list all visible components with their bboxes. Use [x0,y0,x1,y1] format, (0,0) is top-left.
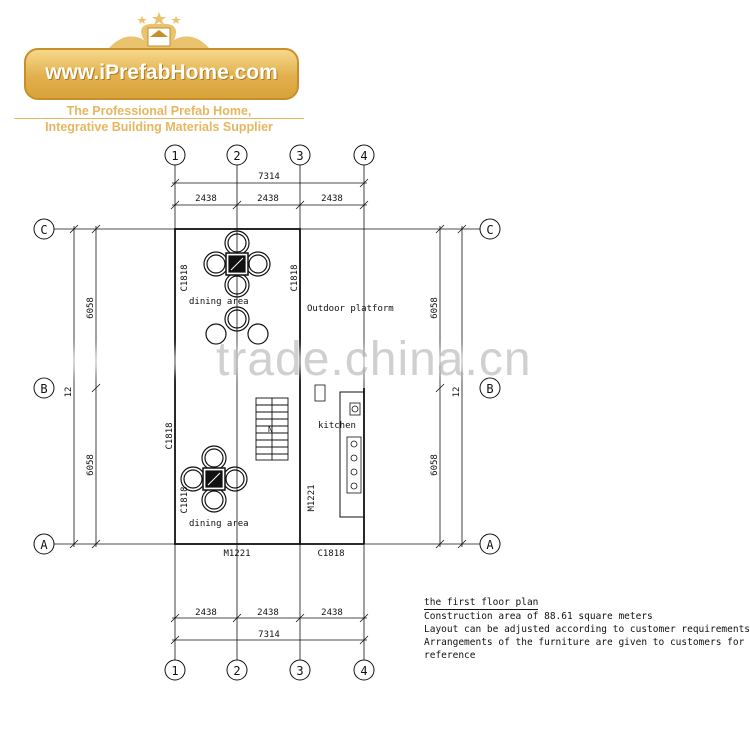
room-label-kitchen: kitchen [318,421,356,431]
dim-right-total: 12 [452,387,462,398]
notes-line-2: Layout can be adjusted according to cust… [424,624,750,635]
svg-text:B: B [40,382,47,396]
grid-row-marker-b-left: B [33,377,55,399]
dim-bottom-bay-2: 2438 [257,608,279,618]
svg-text:3: 3 [296,149,303,163]
dim-top-bay-3: 2438 [321,194,343,204]
logo-tagline-2: Integrative Building Materials Supplier [45,120,273,134]
grid-col-marker-3-bottom: 3 [289,659,311,681]
dim-bottom-total: 7314 [258,630,280,640]
crown-icon [109,12,209,48]
grid-col-marker-4-top: 4 [353,144,375,166]
grid-row-marker-c-left: C [33,218,55,240]
svg-text:3: 3 [296,664,303,678]
svg-text:2: 2 [233,149,240,163]
dim-right-bay-1: 6058 [430,297,440,319]
svg-text:1: 1 [171,149,178,163]
grid-row-marker-a-left: A [33,533,55,555]
room-label-dining-top: dining area [189,297,249,307]
svg-text:1: 1 [171,664,178,678]
bottom-dimensions: 2438 2438 2438 7314 [170,608,369,645]
notes-line-3: Arrangements of the furniture are given … [424,637,745,661]
logo-tagline-1: The Professional Prefab Home, [66,104,252,118]
svg-text:C: C [486,223,493,237]
room-label-dining-bottom: dining area [189,519,249,529]
dim-top-total: 7314 [258,172,280,182]
watermark: trade.china.cn [0,330,750,390]
grid-col-marker-1-top: 1 [164,144,186,166]
tag-m1221-right: M1221 [307,484,317,511]
dining-table-top [203,230,271,345]
plan-notes: the first floor plan Construction area o… [424,596,750,662]
svg-text:B: B [486,382,493,396]
room-labels: dining area dining area Outdoor platform… [189,297,394,529]
dining-table-bottom [180,445,248,513]
top-dimensions: 7314 2438 2438 2438 [170,172,369,210]
kitchen-appliances [314,384,362,494]
grid-col-markers-bottom: 1 2 3 4 [164,659,375,681]
grid-col-marker-1-bottom: 1 [164,659,186,681]
dim-bottom-bay-1: 2438 [195,608,217,618]
svg-text:4: 4 [360,664,367,678]
grid-axis-lines [54,165,480,660]
tag-c1818-left-mid: C1818 [165,422,175,449]
opening-tags: C1818 C1818 C1818 C1818 M1221 M1221 C181… [165,264,345,559]
notes-title: the first floor plan [424,597,539,610]
logo-divider [14,118,304,119]
logo-badge: www.iPrefabHome.com [24,48,299,100]
grid-col-marker-3-top: 3 [289,144,311,166]
grid-row-marker-c-right: C [479,218,501,240]
svg-text:A: A [40,538,48,552]
watermark-text: trade.china.cn [216,333,532,386]
right-dimensions: 6058 6058 12 [430,224,467,549]
grid-col-marker-2-top: 2 [226,144,248,166]
notes-line-1: Construction area of 88.61 square meters [424,611,653,622]
left-dimensions: 6058 6058 12 [64,224,101,549]
dim-left-bay-1: 6058 [86,297,96,319]
brand-logo: www.iPrefabHome.com The Professional Pre… [14,10,304,135]
tag-c1818-bottom: C1818 [317,549,344,559]
tag-c1818-left-top: C1818 [180,264,190,291]
tag-m1221-bottom: M1221 [223,549,250,559]
svg-text:A: A [486,538,494,552]
logo-url: www.iPrefabHome.com [45,61,278,84]
room-label-outdoor: Outdoor platform [307,304,394,314]
grid-col-marker-2-bottom: 2 [226,659,248,681]
stair-arrow-label: N [268,425,273,434]
tag-c1818-right-top: C1818 [290,264,300,291]
grid-row-marker-b-right: B [479,377,501,399]
tag-c1818-left-bottom: C1818 [180,486,190,513]
grid-col-marker-4-bottom: 4 [353,659,375,681]
svg-text:2: 2 [233,664,240,678]
svg-text:C: C [40,223,47,237]
dim-left-bay-2: 6058 [86,454,96,476]
walls [174,228,365,545]
watermark-band [20,350,560,372]
grid-col-markers-top: 1 2 3 4 [164,144,375,166]
staircase: N [255,397,289,461]
dim-top-bay-1: 2438 [195,194,217,204]
svg-text:4: 4 [360,149,367,163]
dim-bottom-bay-3: 2438 [321,608,343,618]
dim-left-total: 12 [64,387,74,398]
dim-right-bay-2: 6058 [430,454,440,476]
dim-top-bay-2: 2438 [257,194,279,204]
grid-row-marker-a-right: A [479,533,501,555]
